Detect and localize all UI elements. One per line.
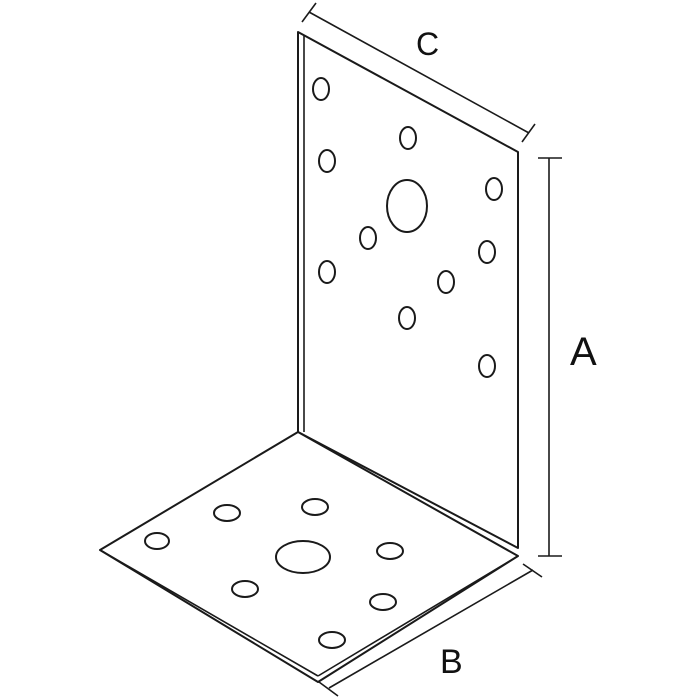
dimension-b-tick-left — [318, 681, 339, 697]
horizontal-plate-center-hole — [275, 540, 331, 574]
vertical-plate — [297, 31, 519, 557]
dimension-b-tick-right — [522, 563, 543, 578]
horizontal-plate-hole — [301, 498, 329, 516]
horizontal-plate-hole — [318, 631, 346, 649]
dimension-c-tick-right — [521, 123, 536, 143]
dimension-b — [318, 563, 543, 697]
dimension-c — [301, 2, 536, 143]
horizontal-plate-hole — [144, 532, 170, 550]
horizontal-plate-thickness-right — [317, 555, 519, 677]
dimension-c-line — [308, 11, 530, 134]
vertical-plate-hole — [437, 270, 455, 294]
dimension-a-label: A — [570, 330, 597, 374]
vertical-plate-hole — [399, 126, 417, 150]
vertical-plate-hole — [398, 306, 416, 330]
horizontal-plate-hole — [213, 504, 241, 522]
horizontal-plate-hole — [376, 542, 404, 560]
vertical-plate-face — [297, 31, 519, 549]
dimension-b-line — [328, 569, 534, 689]
dimension-a — [538, 157, 562, 557]
horizontal-plate-thickness-front — [99, 549, 319, 677]
horizontal-plate-hole — [231, 580, 259, 598]
vertical-plate-hole — [318, 260, 336, 284]
dimension-c-tick-left — [301, 2, 317, 23]
vertical-plate-hole — [312, 77, 330, 101]
vertical-plate-hole — [478, 354, 496, 378]
vertical-plate-hole — [359, 226, 377, 250]
vertical-plate-hole — [485, 177, 503, 201]
vertical-plate-center-hole — [386, 179, 428, 233]
vertical-plate-hole — [478, 240, 496, 264]
dimension-c-label: C — [416, 26, 440, 62]
dimension-b-label: B — [440, 643, 463, 681]
horizontal-plate-hole — [369, 593, 397, 611]
horizontal-plate — [99, 431, 519, 683]
vertical-plate-hole — [318, 149, 336, 173]
